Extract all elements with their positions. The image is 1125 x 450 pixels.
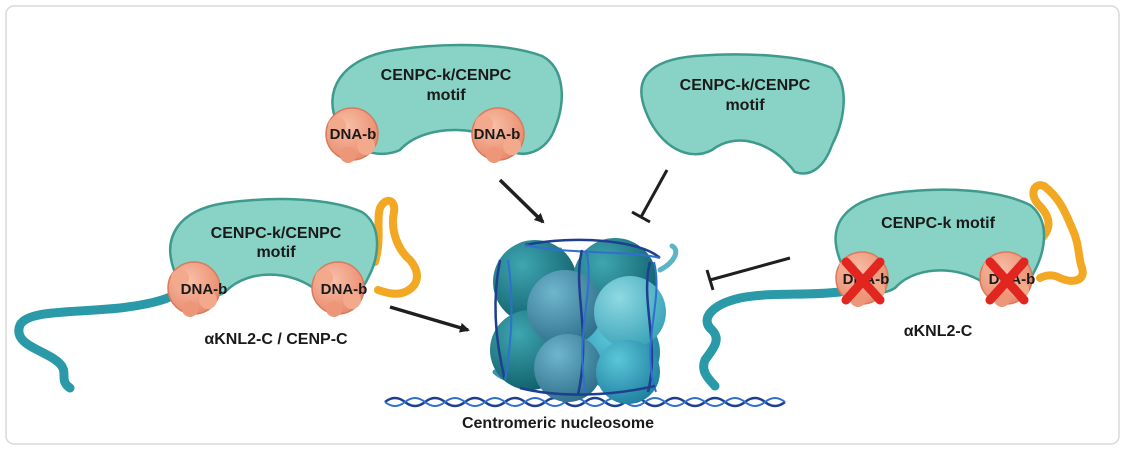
motif-label-line2: motif [256, 244, 296, 261]
dna-binding-domain-1 [167, 261, 221, 317]
n-terminal-tail [14, 278, 185, 393]
protein-top-left: CENPC-k/CENPC motif DNA-b DNA-b [325, 43, 564, 163]
nucleosome-label: Centromeric nucleosome [462, 415, 654, 432]
dna-binding-domain-1 [325, 107, 379, 163]
inhibit-top [631, 169, 669, 224]
cross-icon [841, 257, 885, 305]
motif-label-line2: motif [426, 87, 466, 104]
protein-caption: αKNL2-C / CENP-C [204, 331, 348, 348]
c-terminal-tail [1029, 181, 1087, 285]
cross-icon [985, 257, 1029, 305]
c-terminal-tail [371, 196, 421, 298]
arrow-activate-left [389, 305, 470, 333]
dna-b-label-2: DNA-b [321, 281, 368, 298]
protein-caption: αKNL2-C [904, 323, 973, 340]
motif-label-line1: CENPC-k/CENPC [211, 225, 342, 242]
n-terminal-tail [699, 287, 845, 391]
figure-frame [5, 5, 1120, 445]
dna-b-label-1: DNA-b [330, 126, 377, 143]
arrow-activate-top [498, 178, 545, 224]
dna-binding-domain-2 [471, 107, 525, 163]
protein-left: CENPC-k/CENPC motif DNA-b DNA-b αKNL2-C … [14, 196, 421, 393]
motif-label-line1: CENPC-k/CENPC [381, 67, 512, 84]
motif-label-line1: CENPC-k/CENPC [680, 77, 811, 94]
motif-label: CENPC-k motif [881, 215, 995, 232]
dna-b-label-2: DNA-b [474, 126, 521, 143]
dna-binding-domain-2 [311, 261, 365, 317]
protein-right: CENPC-k motif DNA-b DNA-b αKNL2-C [699, 181, 1087, 391]
dna-b-label-1: DNA-b [181, 281, 228, 298]
motif-label-line2: motif [725, 97, 765, 114]
dna-strand [384, 397, 786, 407]
inhibit-right [705, 256, 791, 291]
nucleosome [384, 238, 786, 408]
protein-top-right: CENPC-k/CENPC motif [640, 53, 845, 175]
protein-body [640, 53, 845, 175]
